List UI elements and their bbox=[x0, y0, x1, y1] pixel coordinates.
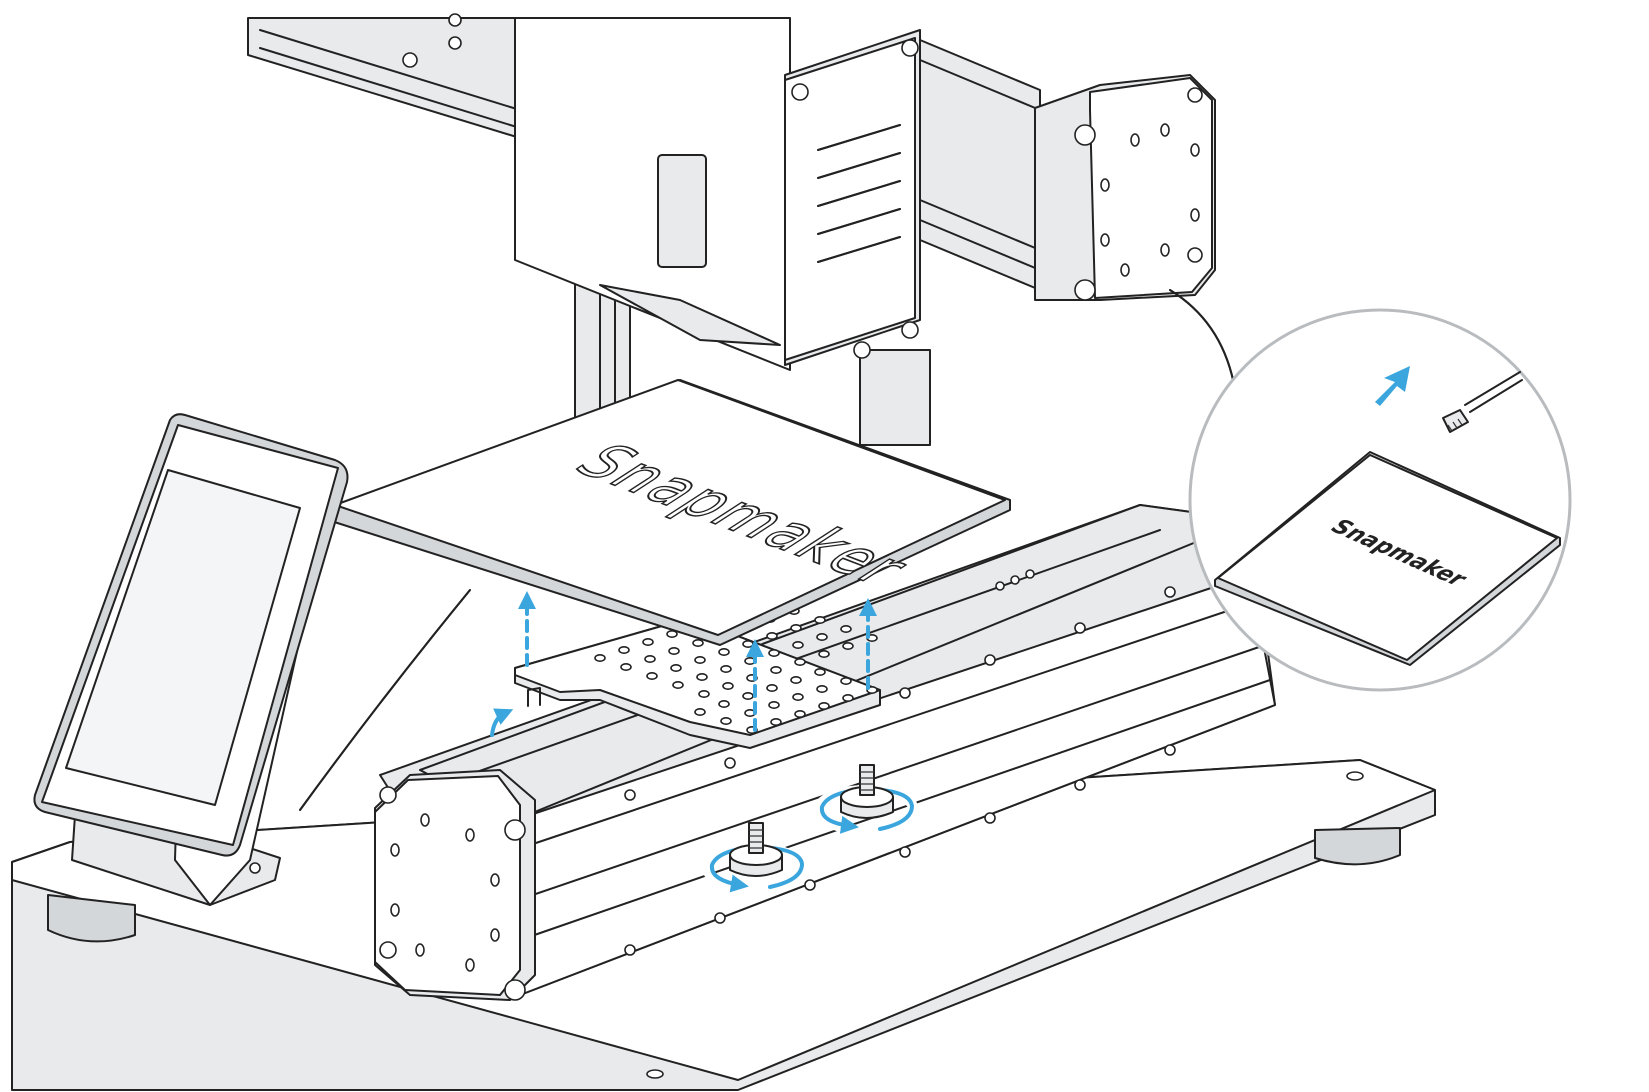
mount-hole bbox=[720, 664, 732, 673]
mount-hole bbox=[770, 665, 782, 674]
thumb-screw-rear bbox=[813, 764, 919, 835]
mount-hole bbox=[840, 624, 852, 633]
mount-hole bbox=[768, 700, 780, 709]
mount-hole bbox=[792, 692, 804, 701]
mount-hole bbox=[722, 681, 734, 690]
mount-hole bbox=[816, 684, 828, 693]
mount-hole bbox=[668, 646, 680, 655]
detail-inset: Snapmaker bbox=[1188, 308, 1572, 692]
mount-hole bbox=[646, 671, 658, 680]
mount-hole bbox=[672, 680, 684, 689]
mount-hole bbox=[644, 654, 656, 663]
mount-hole bbox=[670, 663, 682, 672]
mount-hole bbox=[842, 641, 854, 650]
mount-hole bbox=[694, 707, 706, 716]
mount-hole bbox=[620, 662, 632, 671]
print-head bbox=[514, 17, 921, 371]
rj-connector-icon bbox=[1442, 371, 1523, 433]
mount-hole bbox=[766, 683, 778, 692]
mount-hole bbox=[818, 649, 830, 658]
mount-hole bbox=[698, 689, 710, 698]
mount-hole bbox=[794, 709, 806, 718]
mount-hole bbox=[790, 675, 802, 684]
mount-hole bbox=[720, 716, 732, 725]
mount-hole bbox=[694, 655, 706, 664]
thumb-screw-left bbox=[490, 687, 541, 737]
inset-heatbed: Snapmaker bbox=[1214, 451, 1561, 666]
heatbed: Snapmaker bbox=[327, 379, 1011, 646]
mount-hole bbox=[594, 653, 606, 662]
mount-hole bbox=[718, 647, 730, 656]
mount-hole bbox=[818, 701, 830, 710]
upper-module-endcap bbox=[1034, 74, 1216, 301]
lift-arrows bbox=[518, 591, 877, 732]
touchscreen bbox=[33, 413, 349, 906]
mount-hole bbox=[792, 640, 804, 649]
y-module-endcap bbox=[374, 769, 536, 1001]
mount-hole bbox=[696, 672, 708, 681]
mount-hole bbox=[814, 667, 826, 676]
thumb-screw-front bbox=[702, 822, 808, 893]
mount-hole bbox=[742, 639, 754, 648]
mount-hole bbox=[692, 638, 704, 647]
mount-hole bbox=[768, 648, 780, 657]
mount-hole bbox=[666, 629, 678, 638]
mount-hole bbox=[814, 615, 826, 624]
counterclockwise-arrow-icon bbox=[490, 708, 514, 737]
mount-hole bbox=[766, 631, 778, 640]
mount-hole bbox=[770, 717, 782, 726]
mount-hole bbox=[790, 623, 802, 632]
mount-hole bbox=[840, 676, 852, 685]
mount-hole bbox=[642, 637, 654, 646]
mount-hole bbox=[742, 691, 754, 700]
mount-hole bbox=[816, 632, 828, 641]
mount-hole bbox=[842, 693, 854, 702]
y-axis-linear-module bbox=[379, 504, 1276, 996]
mount-hole bbox=[618, 645, 630, 654]
mount-hole bbox=[794, 657, 806, 666]
mount-hole bbox=[718, 699, 730, 708]
diagonal-arrow-icon bbox=[1375, 366, 1410, 406]
